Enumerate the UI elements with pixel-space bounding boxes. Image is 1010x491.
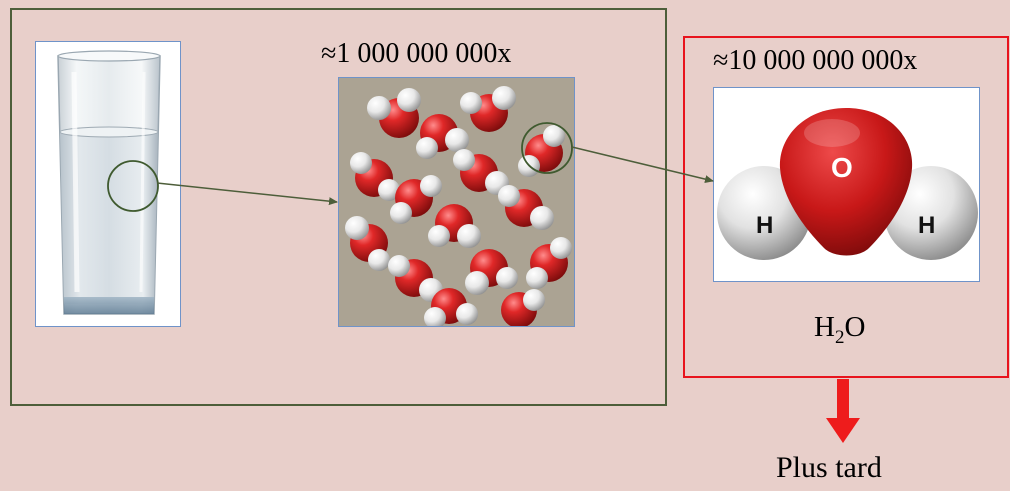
scale-label-small: ≈1 000 000 000x — [321, 38, 512, 69]
water-molecules-cluster-image — [339, 78, 574, 326]
formula-subscript: 2 — [834, 326, 845, 348]
molecule-formula: H2O — [814, 311, 865, 349]
water-glass-image — [36, 42, 180, 326]
left-frame — [10, 8, 667, 406]
hydrogen-right-label: H — [918, 212, 936, 239]
bottom-label: Plus tard — [776, 451, 882, 484]
formula-h: H — [814, 311, 835, 343]
molecules-panel — [338, 77, 575, 327]
h2o-panel: O H H — [713, 87, 980, 282]
right-frame — [683, 36, 1009, 378]
scale-label-large: ≈10 000 000 000x — [713, 45, 918, 76]
down-arrow-icon — [826, 379, 860, 443]
h2o-molecule-image — [714, 88, 979, 281]
glass-panel — [35, 41, 181, 327]
hydrogen-left-label: H — [756, 212, 774, 239]
oxygen-label: O — [831, 152, 853, 183]
formula-o: O — [844, 311, 866, 343]
